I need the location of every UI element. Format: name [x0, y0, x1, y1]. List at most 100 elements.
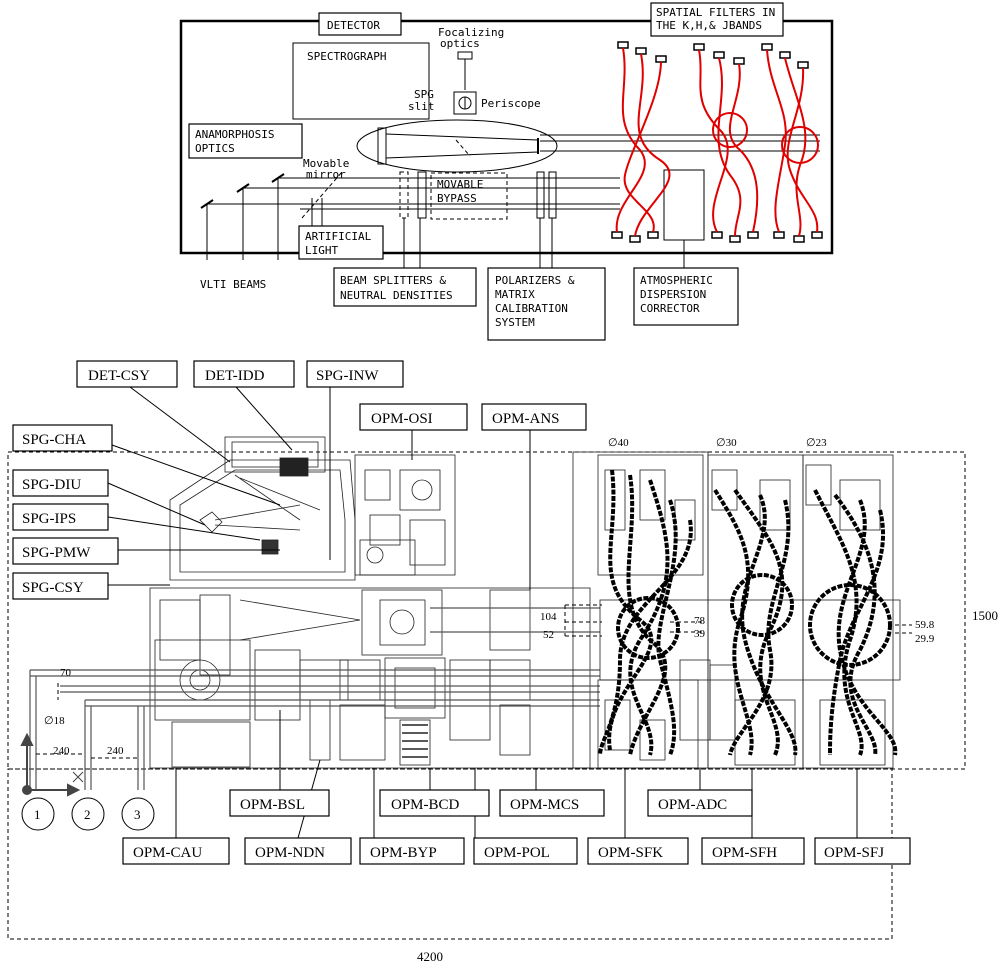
opm-mcs-label: OPM-MCS: [510, 797, 579, 813]
periscope-label: Periscope: [481, 97, 541, 110]
beam-lines: [206, 134, 820, 260]
dim-240b: 240: [107, 745, 124, 757]
dim-78: 78: [694, 615, 706, 627]
spg-cha-label: SPG-CHA: [22, 432, 86, 448]
det-csy-box: [76, 360, 178, 388]
det-idd-box: [193, 360, 295, 388]
opm-pol-label: OPM-POL: [484, 845, 550, 861]
dimension-markers: [36, 604, 912, 759]
dim-29-9: 29.9: [915, 633, 935, 645]
dim-104: 104: [540, 611, 557, 623]
artificial-light-label-1: ARTIFICIAL: [305, 230, 372, 243]
spg-cha-box: [12, 424, 113, 452]
spg-ips-box: [12, 503, 109, 531]
adc-box: [663, 169, 705, 241]
opm-bsl-box: [229, 789, 330, 817]
anamorphosis-label-1: ANAMORPHOSIS: [195, 128, 274, 141]
dim-d23: ∅23: [806, 437, 827, 449]
opm-mcs-box: [499, 789, 605, 817]
opm-sfk-box: [587, 837, 689, 865]
artificial-light-box: [298, 225, 384, 260]
leader-lines: [107, 386, 858, 839]
spectrograph-box: [292, 42, 430, 120]
opm-byp-label: OPM-BYP: [370, 845, 437, 861]
spatial-filter-fibers: [615, 47, 819, 237]
focalizing-optics: [457, 51, 473, 60]
spg-pmw-box: [12, 537, 119, 565]
opm-cau-box: [122, 837, 230, 865]
beam-3-circle: [121, 797, 155, 831]
opm-bsl-label: OPM-BSL: [240, 797, 305, 813]
opm-sfj-box: [814, 837, 911, 865]
opm-osi-label: OPM-OSI: [371, 411, 433, 427]
vlti-beams-label: VLTI BEAMS: [200, 278, 266, 291]
dim-240a: 240: [53, 745, 70, 757]
beam-1-label: 1: [34, 807, 41, 822]
focalizing-label-2: optics: [440, 37, 480, 50]
anamorphosis-label-2: OPTICS: [195, 142, 235, 155]
spectrograph-label: SPECTROGRAPH: [307, 50, 386, 63]
opm-adc-label: OPM-ADC: [658, 797, 727, 813]
spg-inw-label: SPG-INW: [316, 368, 379, 384]
opm-sfk-label: OPM-SFK: [598, 845, 663, 861]
dim-59-8: 59.8: [915, 619, 935, 631]
movable-bypass-box: [430, 172, 508, 220]
adc-label-box: [633, 267, 739, 326]
dim-39: 39: [694, 628, 706, 640]
dim-d30: ∅30: [716, 437, 737, 449]
spg-ips-label: SPG-IPS: [22, 511, 76, 527]
opm-ndn-box: [244, 837, 352, 865]
beam-2-circle: [71, 797, 105, 831]
movable-bypass-label-2: BYPASS: [437, 192, 477, 205]
opm-cau-label: OPM-CAU: [133, 845, 202, 861]
opm-ans-box: [481, 403, 587, 431]
spg-inw-box: [306, 360, 404, 388]
osi-block: [354, 454, 456, 576]
opm-bcd-box: [379, 789, 490, 817]
det-idd-label: DET-IDD: [205, 368, 265, 384]
polarizers-label-1: POLARIZERS &: [495, 274, 575, 287]
polarizers-box: [487, 267, 606, 341]
spatial-filters-label-1: SPATIAL FILTERS IN: [656, 6, 775, 19]
opm-byp-box: [359, 837, 465, 865]
dim-4200: 4200: [417, 949, 443, 964]
dim-d18: ∅18: [44, 715, 65, 727]
det-csy-label: DET-CSY: [88, 368, 150, 384]
spg-csy-label: SPG-CSY: [22, 580, 84, 596]
component-labels: DET-CSY DET-IDD SPG-INW OPM-OSI OPM-ANS …: [12, 360, 911, 865]
opm-adc-box: [647, 789, 753, 817]
dim-1500: 1500: [972, 608, 998, 623]
beam-rails: [29, 607, 600, 790]
anamorphic-lens: [377, 127, 387, 165]
focalizing-label-1: Focalizing: [438, 26, 504, 39]
opm-sfh-label: OPM-SFH: [712, 845, 777, 861]
anamorphosis-ellipse: [356, 119, 558, 173]
spatial-filters-label-2: THE K,H,& JBANDS: [656, 19, 762, 32]
adc-label-2: DISPERSION: [640, 288, 706, 301]
movable-bypass-label-1: MOVABLE: [437, 178, 483, 191]
anamorphosis-box: [188, 123, 303, 159]
dim-52: 52: [543, 629, 554, 641]
beam-splitters-label-2: NEUTRAL DENSITIES: [340, 289, 453, 302]
spg-slit-label-2: slit: [408, 100, 435, 113]
polarizers-label-2: MATRIX: [495, 288, 535, 301]
beam-splitters-label-1: BEAM SPLITTERS &: [340, 274, 446, 287]
polarizer-1: [536, 171, 545, 219]
instrument-enclosure: [179, 19, 834, 255]
fiber-bundles: [598, 469, 898, 756]
spg-csy-box: [12, 572, 109, 600]
artificial-light-label-2: LIGHT: [305, 244, 338, 257]
spatial-filter-modules: [572, 451, 901, 769]
spectrograph-housing: [169, 436, 416, 581]
spg-diu-box: [12, 469, 109, 497]
polarizers-label-4: SYSTEM: [495, 316, 535, 329]
movable-mirror: [301, 171, 343, 219]
coordinate-axes: [20, 732, 84, 797]
beam-numbers: 1 2 3: [21, 797, 155, 831]
spatial-filter-connectors: [611, 41, 823, 243]
opm-bcd-label: OPM-BCD: [391, 797, 460, 813]
central-bench: [149, 587, 591, 769]
beam-3-label: 3: [134, 807, 141, 822]
opm-ndn-label: OPM-NDN: [255, 845, 325, 861]
